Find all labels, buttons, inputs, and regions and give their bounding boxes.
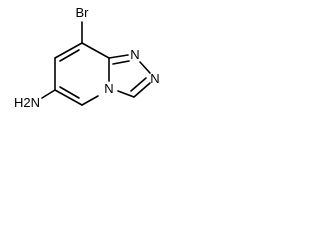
bromine-label: Br [76, 5, 90, 20]
bond-c8-c7 [54, 42, 83, 59]
bond-n2-c3-inner [130, 77, 147, 92]
bond-c8a-n1-inner [112, 60, 130, 65]
bond-c5-n4 [81, 95, 99, 106]
bond-c6-nh2 [41, 89, 56, 99]
bond-n2-c3 [133, 82, 151, 98]
nitrogen-bridge-label: N [104, 81, 113, 96]
bond-c8a-n1 [108, 54, 129, 59]
nitrogen-top-label: N [130, 47, 139, 62]
bond-c3-n4 [117, 90, 135, 98]
nitrogen-right-label: N [150, 71, 159, 86]
bond-c8a-c8 [81, 42, 110, 59]
bond-c7-c7-inner [59, 49, 80, 62]
bond-n1-n2 [139, 61, 151, 74]
bond-c6-c5-inner [59, 86, 80, 99]
molecule-structure: Br H2N N N N [14, 5, 160, 110]
bond-c6-c5 [54, 89, 83, 106]
amine-label: H2N [14, 95, 40, 110]
